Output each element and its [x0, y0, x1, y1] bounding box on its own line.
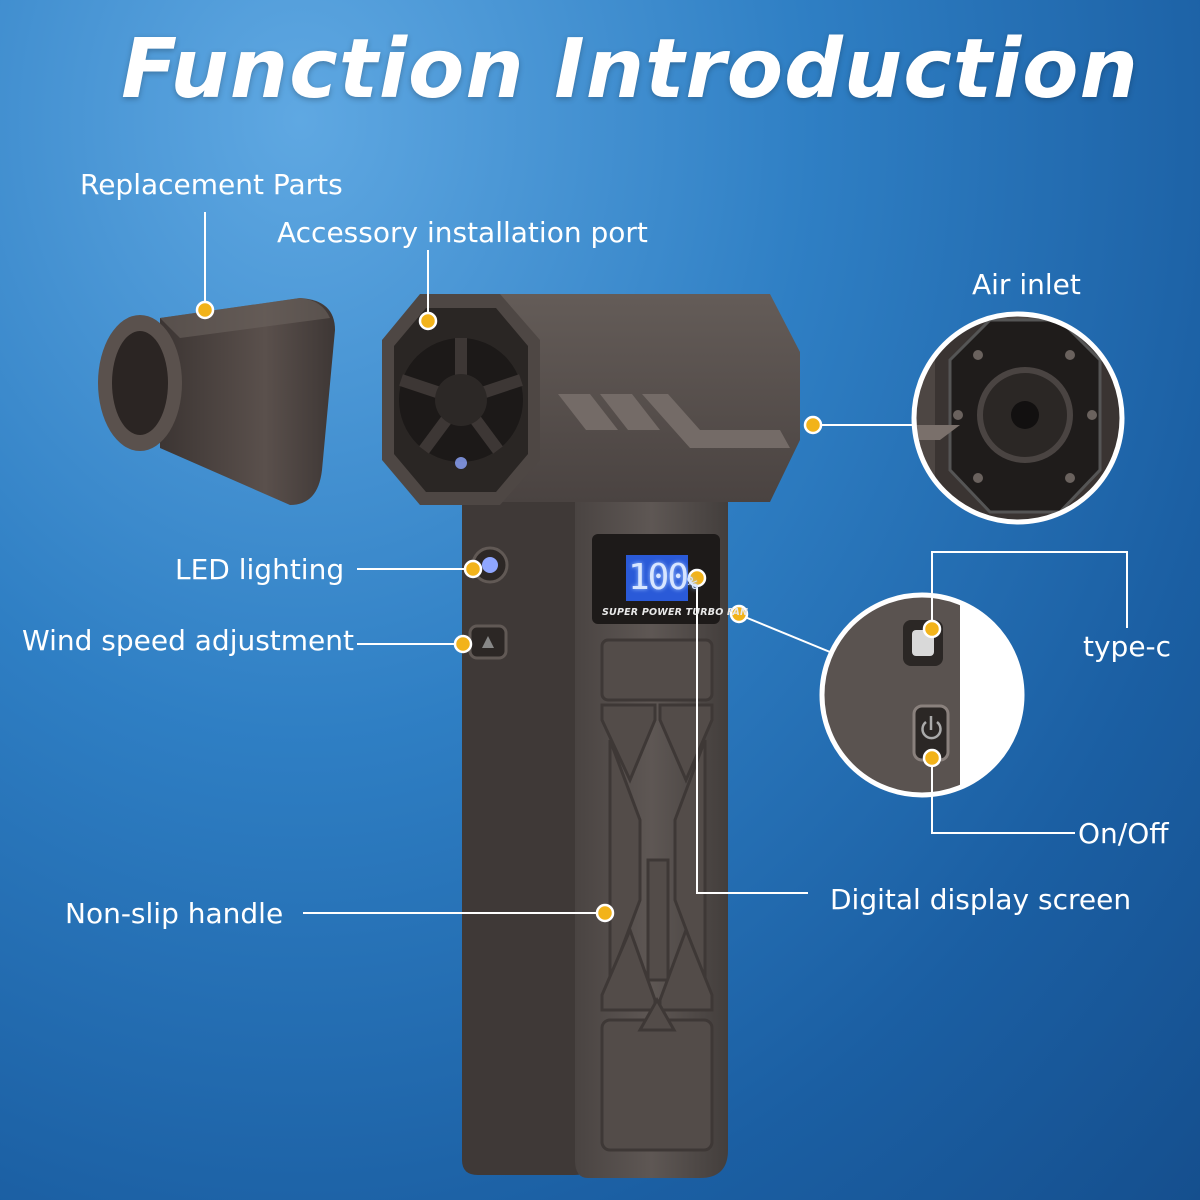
device-brand-text: SUPER POWER TURBO FAN: [602, 607, 749, 618]
label-replacement-parts: Replacement Parts: [80, 168, 343, 201]
page-title: Function Introduction: [121, 22, 1139, 117]
nozzle-replacement-part: [98, 298, 335, 505]
label-wind-speed: Wind speed adjustment: [22, 624, 355, 657]
side-buttons-zoom: [819, 592, 1025, 798]
label-digital-display: Digital display screen: [830, 883, 1132, 916]
label-air-inlet: Air inlet: [972, 268, 1081, 301]
label-type-c: type-c: [1083, 630, 1172, 663]
air-inlet-zoom: [911, 311, 1125, 525]
leader-lines: [204, 212, 1128, 914]
label-accessory-port: Accessory installation port: [277, 216, 648, 249]
blower-head: [382, 294, 800, 505]
label-led-lighting: LED lighting: [175, 553, 345, 586]
label-non-slip-handle: Non-slip handle: [65, 897, 284, 930]
lcd-readout: 100%: [628, 557, 698, 599]
label-on-off: On/Off: [1078, 817, 1169, 850]
handle: [462, 470, 728, 1178]
marker-dots: [195, 300, 942, 923]
lcd-value: 100: [628, 557, 689, 598]
lcd-unit: %: [687, 573, 698, 594]
